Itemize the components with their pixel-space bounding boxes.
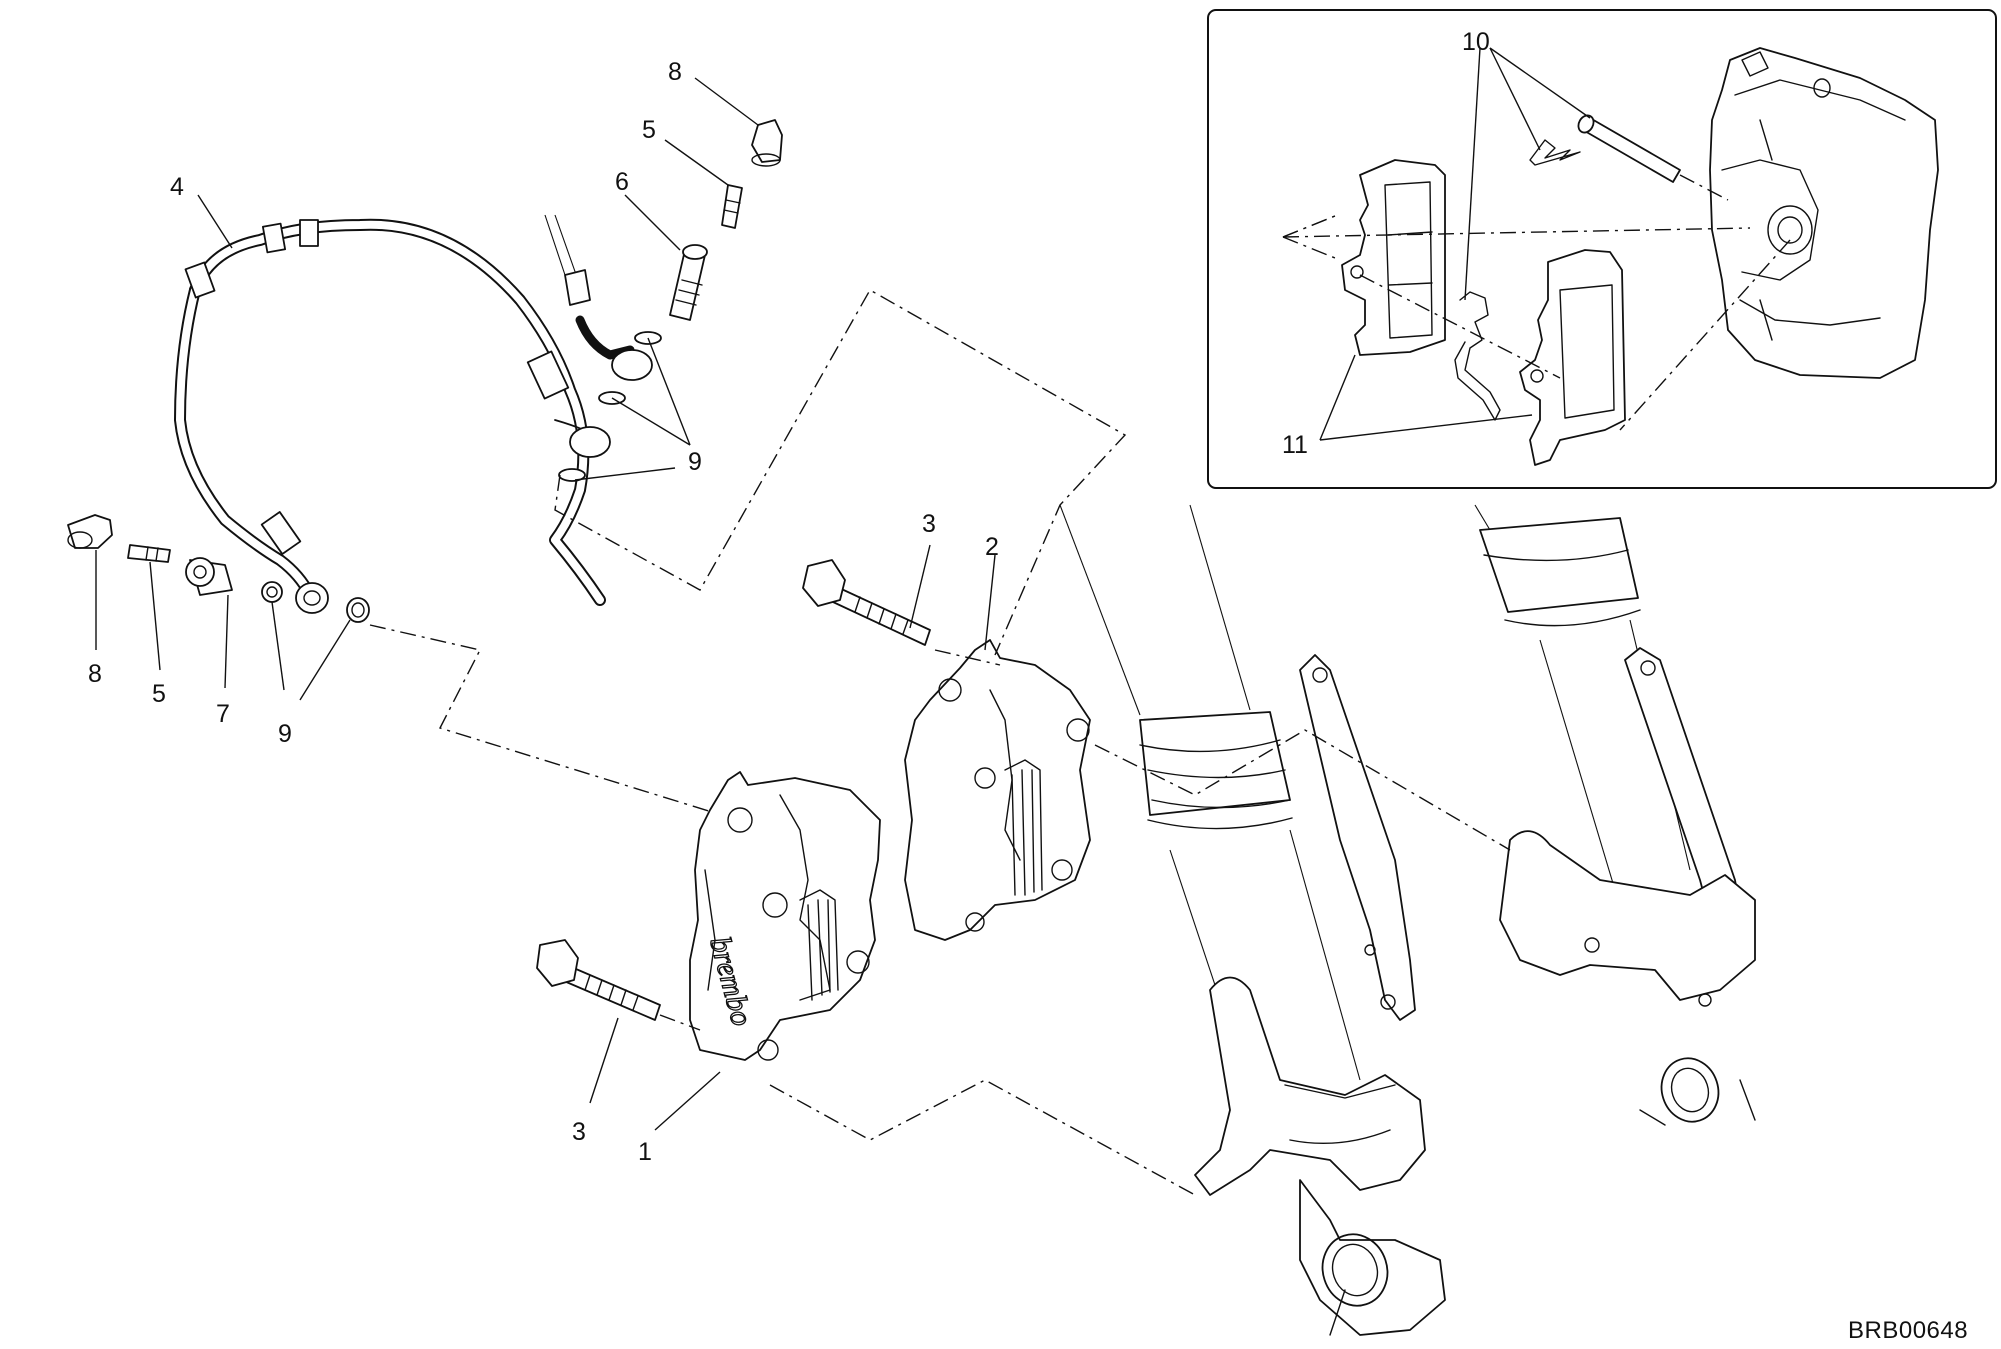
caliper-bolt-lower <box>536 939 661 1021</box>
left-bleeder-valve <box>127 544 171 563</box>
callout-4: 4 <box>170 173 184 201</box>
brake-caliper-front: brembo <box>689 771 881 1061</box>
caliper-bolt-upper <box>802 559 931 646</box>
left-bleeder-cap <box>67 514 113 549</box>
callout-8-left: 8 <box>88 660 102 688</box>
callout-11: 11 <box>1282 431 1308 459</box>
callout-1: 1 <box>638 1138 652 1166</box>
upper-bleeder-cap <box>751 119 783 167</box>
inset-caliper-drawing <box>1709 47 1939 379</box>
callout-9-left: 9 <box>278 720 292 748</box>
left-sealing-washers <box>261 581 370 623</box>
callout-7: 7 <box>216 700 230 728</box>
callout-5-left: 5 <box>152 680 166 708</box>
brake-hose <box>174 214 653 614</box>
fork-leg-rear <box>1474 504 1756 1126</box>
fork-leg-front <box>1059 504 1446 1336</box>
drawing-code: BRB00648 <box>1848 1317 1968 1344</box>
inset-r-clip <box>1529 139 1581 166</box>
brake-caliper-rear <box>904 639 1091 941</box>
inset-brake-pad-right <box>1519 249 1626 466</box>
callout-3-upper: 3 <box>922 510 936 538</box>
callout-5-upper: 5 <box>642 116 656 144</box>
assembly-centerlines <box>369 289 1511 1196</box>
callout-8-upper: 8 <box>668 58 682 86</box>
callout-9-upper: 9 <box>688 448 702 476</box>
callout-leaders <box>95 47 1591 1131</box>
upper-bleeder-valve <box>721 184 743 229</box>
callout-3-lower: 3 <box>572 1118 586 1146</box>
callout-2: 2 <box>985 533 999 561</box>
callout-numbers: 1 2 3 3 4 5 5 6 7 8 8 9 9 10 11 <box>88 28 1490 1166</box>
inset-pad-pin <box>1577 114 1681 183</box>
upper-banjo-bolt <box>669 244 708 321</box>
brake-pad-detail-inset <box>1207 9 1997 489</box>
inset-anti-rattle-spring <box>1454 291 1501 421</box>
callout-10: 10 <box>1462 28 1490 56</box>
left-banjo-union <box>185 557 233 596</box>
callout-6: 6 <box>615 168 629 196</box>
